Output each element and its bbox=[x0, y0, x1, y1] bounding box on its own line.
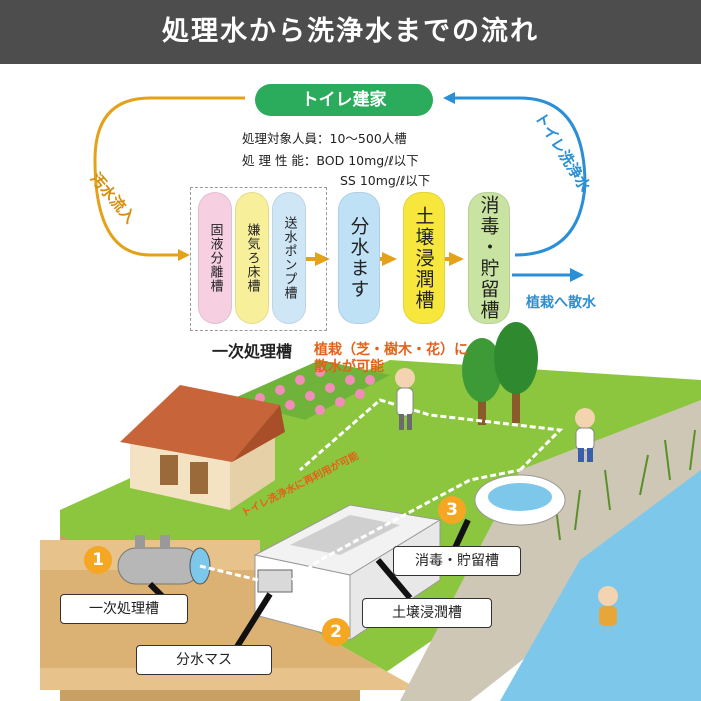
callout-soil-tank: 土壌浸潤槽 bbox=[362, 598, 492, 628]
child-figure-2 bbox=[598, 586, 618, 626]
planting-note-line1: 植栽（芝・樹木・花）に bbox=[314, 342, 468, 358]
spec-bod: BOD 10mg/ℓ以下 bbox=[316, 153, 419, 168]
inflow-arrowhead bbox=[178, 249, 190, 261]
callout-primary-tank: 一次処理槽 bbox=[60, 594, 188, 624]
planting-arrowhead bbox=[570, 268, 584, 282]
step-number-3: 3 bbox=[438, 496, 466, 524]
child-figure-1 bbox=[575, 408, 595, 462]
wash-arrow bbox=[455, 96, 587, 257]
gardener-figure bbox=[395, 368, 415, 430]
step-number-2: 2 bbox=[322, 618, 350, 646]
spec-perf-label: 処 理 性 能： bbox=[242, 153, 317, 168]
spec-target: 処理対象人員：10〜500人槽 bbox=[242, 128, 407, 147]
anaerobic-filter-tank: 嫌気ろ床槽 bbox=[235, 192, 269, 324]
distribution-tank: 分水ます bbox=[338, 192, 380, 324]
planting-label: 植栽へ散水 bbox=[526, 295, 596, 311]
toilet-house bbox=[120, 385, 285, 510]
step-number-1: 1 bbox=[84, 546, 112, 574]
planting-note: 植栽（芝・樹木・花）に 散水が可能 bbox=[314, 342, 468, 376]
spec-performance: 処 理 性 能：BOD 10mg/ℓ以下 bbox=[242, 150, 419, 169]
soil-infiltration-tank: 土壌浸潤槽 bbox=[403, 192, 445, 324]
callout-distribution-box: 分水マス bbox=[136, 645, 272, 675]
flow-arrow-3 bbox=[449, 252, 464, 266]
inflow-arrow bbox=[93, 96, 245, 257]
spec-target-label: 処理対象人員： bbox=[242, 131, 330, 146]
spec-ss: SS 10mg/ℓ以下 bbox=[340, 173, 431, 188]
wash-arrowhead bbox=[443, 92, 455, 104]
trees bbox=[462, 322, 538, 425]
spec-target-value: 10〜500人槽 bbox=[329, 131, 407, 146]
page-title: 処理水から洗浄水までの流れ bbox=[162, 16, 539, 47]
primary-tank-caption: 一次処理槽 bbox=[212, 342, 293, 361]
flowers bbox=[255, 367, 375, 415]
flow-arrow-1 bbox=[315, 252, 330, 266]
disinfection-storage-tank: 消毒・貯留槽 bbox=[468, 192, 510, 324]
pump-tank: 送水ポンプ槽 bbox=[272, 192, 306, 324]
toilet-building-badge: トイレ建家 bbox=[255, 84, 433, 116]
pipes bbox=[199, 398, 564, 582]
flow-arrow-2 bbox=[382, 252, 397, 266]
distribution-box-illustration bbox=[257, 569, 293, 593]
planting-note-line2: 散水が可能 bbox=[314, 359, 384, 375]
header-bar: 処理水から洗浄水までの流れ bbox=[0, 0, 701, 64]
river bbox=[500, 470, 701, 701]
callout-disinfection-tank: 消毒・貯留槽 bbox=[393, 546, 521, 576]
primary-tank-group bbox=[190, 187, 327, 331]
solid-separation-tank: 固液分離槽 bbox=[198, 192, 232, 324]
